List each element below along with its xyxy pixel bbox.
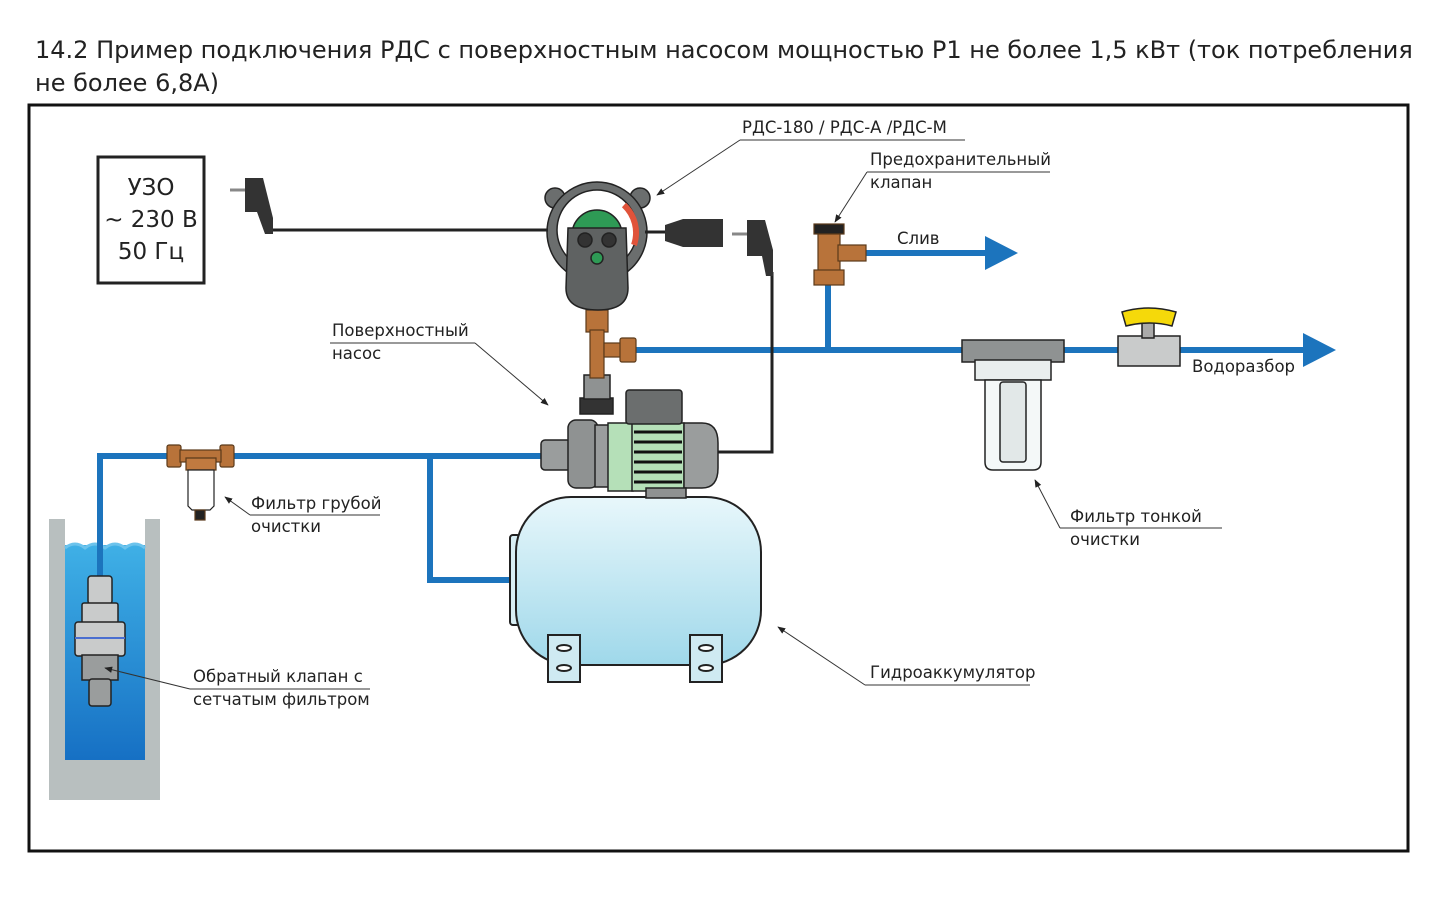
diagram-frame (27, 103, 1410, 853)
ball-valve (1117, 307, 1181, 367)
coarse-filter (166, 444, 235, 521)
rcd-frequency: 50 Гц (118, 239, 184, 265)
rcd-voltage: ~ 230 В (104, 207, 198, 233)
relief-valve (813, 223, 867, 286)
outlet-label: Водоразбор (1192, 357, 1295, 376)
brass-fittings (585, 309, 637, 379)
callouts (104, 139, 1222, 690)
fine-filter (961, 339, 1065, 471)
fine-filter-label: Фильтр тонкой (1070, 507, 1202, 526)
pressure-tank (509, 496, 762, 683)
relief-valve-label-2: клапан (870, 173, 932, 192)
socket-icon (665, 219, 723, 247)
rcd-label: УЗО (128, 175, 175, 201)
coarse-filter-label-2: очистки (251, 517, 321, 536)
plug-icon (230, 178, 273, 234)
pressure-switch (544, 181, 651, 311)
drain-arrow-icon (985, 236, 1018, 270)
power-cables (268, 228, 774, 454)
drain-label: Слив (897, 229, 940, 248)
pump-label: Поверхностный (332, 321, 469, 340)
pump-label-2: насос (332, 344, 381, 363)
rds-label: РДС-180 / РДС-А /РДС-М (742, 118, 947, 137)
fine-filter-label-2: очистки (1070, 530, 1140, 549)
outlet-arrow-icon (1303, 333, 1336, 367)
rcd-box: УЗО ~ 230 В 50 Гц (96, 155, 206, 285)
surface-pump (540, 374, 719, 499)
page-title: 14.2 Пример подключения РДС с поверхност… (35, 36, 1413, 97)
check-valve-label-2: сетчатым фильтром (193, 690, 370, 709)
coarse-filter-label: Фильтр грубой (251, 494, 381, 513)
tank-label: Гидроаккумулятор (870, 663, 1035, 682)
plug-icon (732, 220, 773, 276)
relief-valve-label: Предохранительный (870, 150, 1051, 169)
check-valve-label: Обратный клапан с (193, 667, 363, 686)
